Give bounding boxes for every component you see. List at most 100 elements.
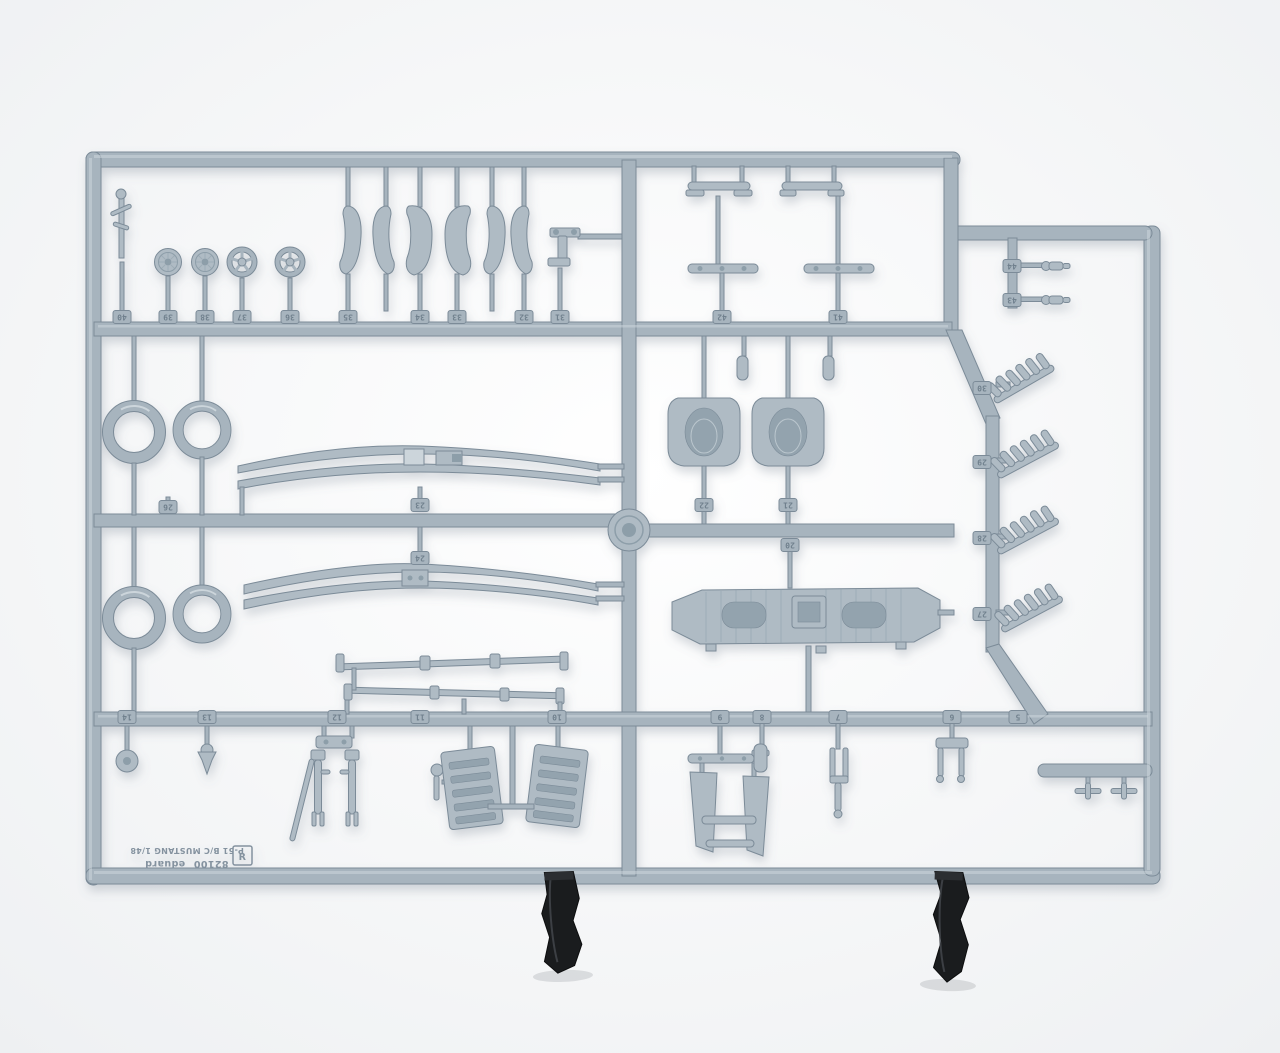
svg-text:44: 44 [1007,262,1017,271]
svg-text:8: 8 [759,713,764,722]
part-stabilizer-2 [243,526,625,610]
part-number-tab: 42 [712,310,732,324]
part-bar-2 [803,263,875,274]
part-wheel-ribbed-2 [191,248,219,276]
part-tube-frame-1 [335,651,569,673]
svg-text:33: 33 [452,313,462,322]
part-number-tab: 43 [1002,293,1022,307]
frame-top-right-vertical [943,157,959,337]
part-gear-door-3 [689,771,718,853]
runner-b-left [93,513,631,528]
part-number-tab: 31 [550,310,570,324]
part-number-tab: 36 [280,310,300,324]
part-number-tab: 11 [410,710,430,724]
svg-text:36: 36 [285,313,295,322]
marking-brand: eduard [145,858,185,869]
part-number-tab: 35 [338,310,358,324]
svg-text:30: 30 [977,384,987,393]
runner-bottom-right-arm [1037,763,1153,778]
sprue-letter: R [239,852,247,863]
svg-text:20: 20 [785,541,795,550]
part-small-wheel [115,749,139,773]
exhaust-parts [983,348,1065,634]
part-number-tab: 33 [447,310,467,324]
svg-text:10: 10 [552,713,562,722]
part-number-tabs: 40 39 38 37 36 35 34 33 32 31 42 41 44 4… [112,259,1028,724]
part-number-tab: 13 [197,710,217,724]
svg-text:14: 14 [122,713,132,722]
svg-text:11: 11 [415,713,425,722]
svg-text:41: 41 [833,313,843,322]
part-cylinder-2 [822,355,835,381]
top-middle-parts [685,165,875,312]
sprue-letter-box [232,845,253,866]
part-step-1 [685,165,753,197]
part-number-tab: 6 [942,710,962,724]
svg-text:29: 29 [977,458,987,467]
svg-text:9: 9 [717,713,722,722]
part-number-tab: 10 [547,710,567,724]
svg-text:37: 37 [237,313,247,322]
clip-left [532,870,593,983]
part-number-tab: 38 [195,310,215,324]
part-number-tab: 34 [410,310,430,324]
part-gate-disc [607,508,651,552]
svg-text:28: 28 [977,534,987,543]
part-number-tab: 23 [410,498,430,512]
part-number-tab: 24 [410,551,430,565]
frame-top-right-arm [943,225,1153,241]
svg-text:27: 27 [977,610,987,619]
molded-markings: 82100 eduard P-51 B/C MUSTANG 1/48 R [130,845,253,869]
part-shell-1 [667,397,741,467]
svg-text:6: 6 [949,713,954,722]
runner-b-right [629,523,955,538]
top-left-parts [110,166,623,313]
clip-right [919,871,976,992]
part-gear-door-4 [742,775,770,857]
runner-right-diagonal-bottom [985,643,1049,725]
svg-text:39: 39 [163,313,173,322]
svg-text:34: 34 [415,313,425,322]
part-cylinder-3 [751,743,770,773]
part-number-tab: 5 [1008,710,1028,724]
part-number-tab: 26 [158,500,178,514]
frame-top-edge [85,151,961,168]
part-number-tab: 7 [828,710,848,724]
part-number-tab: 40 [112,310,132,324]
svg-text:7: 7 [835,713,840,722]
svg-text:40: 40 [117,313,127,322]
part-shell-2 [751,397,825,467]
svg-text:38: 38 [200,313,210,322]
part-number-tab: 27 [972,607,992,621]
part-u-bracket [935,737,969,783]
part-tube-frame-2 [343,683,565,705]
part-cylinder-1 [736,355,749,381]
part-rod [289,758,315,842]
marking-kit-name: P-51 B/C MUSTANG 1/48 [130,846,244,855]
part-number-tab: 29 [972,455,992,469]
part-grille-2 [525,743,589,829]
part-fork [829,747,849,819]
svg-text:13: 13 [202,713,212,722]
svg-text:26: 26 [163,503,173,512]
part-number-tab: 39 [158,310,178,324]
svg-text:35: 35 [343,313,353,322]
part-wheel-spoked-1 [227,247,257,277]
svg-text:22: 22 [699,501,709,510]
frame-right-edge [1143,225,1161,877]
part-gun-sight [110,188,132,313]
svg-text:31: 31 [555,313,565,322]
svg-text:42: 42 [717,313,727,322]
part-gear-strut-1 [310,749,331,827]
svg-text:32: 32 [519,313,529,322]
mid-left-parts [98,335,651,714]
runner-a [93,321,953,337]
part-number-tab: 28 [972,531,992,545]
part-number-tab: 30 [972,381,992,395]
part-cockpit-floor [671,587,955,654]
svg-text:21: 21 [783,501,793,510]
part-number-tab: 44 [1002,259,1022,273]
svg-text:12: 12 [332,713,342,722]
svg-text:5: 5 [1015,713,1020,722]
